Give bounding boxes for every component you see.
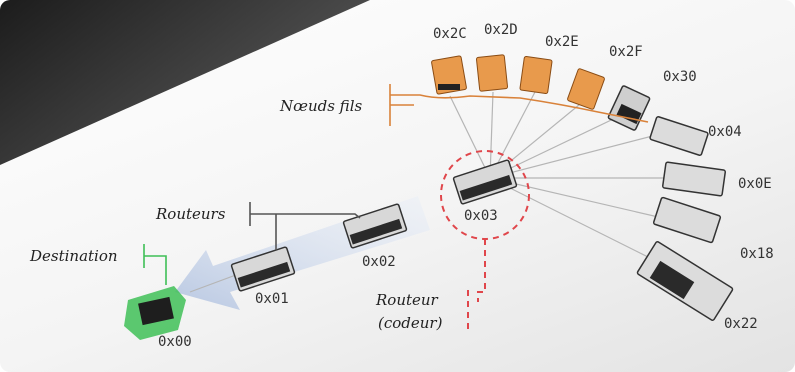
- hub-links: [189, 91, 690, 293]
- child-bracket-curve: [390, 94, 649, 123]
- node-label-0x30: 0x30: [663, 69, 697, 85]
- router-bracket-line: [250, 213, 361, 219]
- board-0x01: [230, 246, 296, 292]
- label-routers: Routeurs: [155, 205, 226, 223]
- node-label-0x00: 0x00: [158, 334, 192, 350]
- board-0x2C: [431, 55, 467, 95]
- board-0x0E: [661, 161, 727, 197]
- board-0x03: [452, 159, 518, 205]
- board-0x30: [607, 85, 651, 131]
- node-label-0x2D: 0x2D: [484, 22, 518, 38]
- label-router-encoder-line1: Routeur: [375, 291, 439, 309]
- board-0x02: [342, 203, 408, 249]
- label-router-encoder-line2: (codeur): [378, 314, 443, 332]
- node-label-0x2C: 0x2C: [433, 26, 467, 42]
- node-label-0x18: 0x18: [740, 246, 774, 262]
- node-label-0x22: 0x22: [724, 316, 758, 332]
- board-0x18: [652, 196, 722, 244]
- dark-corner-shade: [0, 0, 370, 165]
- node-label-0x01: 0x01: [255, 291, 289, 307]
- board-0x2F: [567, 68, 605, 110]
- node-label-0x03: 0x03: [464, 208, 498, 224]
- node-label-0x04: 0x04: [708, 124, 742, 140]
- destination-bracket-line: [144, 255, 167, 285]
- node-label-0x0E: 0x0E: [738, 176, 772, 192]
- node-label-0x2F: 0x2F: [609, 44, 643, 60]
- label-destination: Destination: [29, 247, 118, 265]
- board-0x00: [124, 286, 186, 340]
- node-label-0x02: 0x02: [362, 254, 396, 270]
- board-0x2E: [519, 55, 553, 95]
- board-0x22: [636, 241, 734, 321]
- encoder-leader-line: [477, 239, 486, 302]
- node-label-0x2E: 0x2E: [545, 34, 579, 50]
- board-0x2D: [475, 54, 509, 92]
- label-child-nodes: Nœuds fils: [279, 97, 362, 115]
- board-0x04: [649, 116, 709, 156]
- child-boards-orange: [431, 54, 605, 110]
